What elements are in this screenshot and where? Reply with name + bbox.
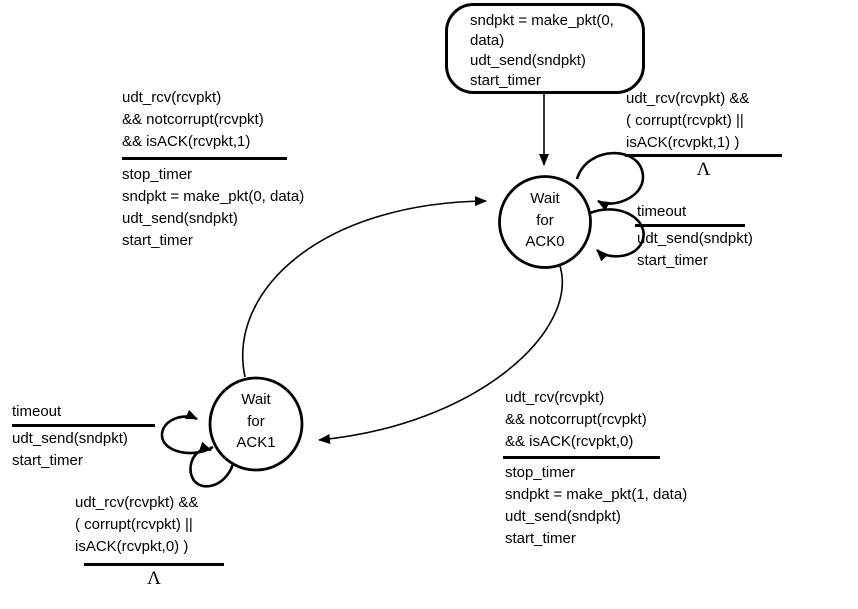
label-line: && isACK(rcvpkt,1) <box>122 133 251 150</box>
label-line: udt_rcv(rcvpkt) <box>505 389 605 406</box>
selfloop-ack1-timeout <box>160 409 214 455</box>
selfloop-ack1-corrupt <box>189 441 235 488</box>
label-line: sndpkt = make_pkt(1, data) <box>505 486 688 503</box>
label-line: ACK1 <box>236 434 276 451</box>
label-line: udt_send(sndpkt) <box>637 230 753 247</box>
transition-label-rcv-ok-send1: udt_rcv(rcvpkt) && notcorrupt(rcvpkt) &&… <box>503 387 688 550</box>
lambda-no-action: Λ <box>696 159 711 180</box>
label-line: sndpkt = make_pkt(0, <box>470 12 614 29</box>
start-state-actions: sndpkt = make_pkt(0, data) udt_send(sndp… <box>470 11 614 91</box>
label-line: ( corrupt(rcvpkt) || <box>626 112 744 129</box>
label-line: Wait <box>241 391 271 408</box>
selfloop-ack0-timeout <box>589 208 645 262</box>
label-line: udt_rcv(rcvpkt) && <box>75 494 199 511</box>
label-line: udt_send(sndpkt) <box>505 508 621 525</box>
label-line: udt_send(sndpkt) <box>470 52 586 69</box>
lambda-no-action: Λ <box>147 568 161 589</box>
condition-action-divider <box>635 224 745 227</box>
start-state-box <box>445 3 645 94</box>
transition-label-rcv-ok-send0: udt_rcv(rcvpkt) && notcorrupt(rcvpkt) &&… <box>122 87 304 252</box>
arrow-ack1-to-ack0 <box>242 196 487 378</box>
label-line: start_timer <box>470 72 541 89</box>
label-line: && isACK(rcvpkt,0) <box>505 433 634 450</box>
label-line: start_timer <box>637 252 708 269</box>
label-line: && notcorrupt(rcvpkt) <box>122 111 264 128</box>
label-line: && notcorrupt(rcvpkt) <box>505 411 647 428</box>
label-line: start_timer <box>12 452 83 469</box>
label-line: data) <box>470 32 505 49</box>
label-line: sndpkt = make_pkt(0, data) <box>122 188 305 205</box>
label-line: timeout <box>12 403 62 420</box>
label-line: Wait <box>530 190 560 207</box>
selfloop-ack0-corrupt <box>575 151 645 211</box>
condition-action-divider <box>12 424 155 427</box>
state-label-ack0: Wait for ACK0 <box>485 188 605 253</box>
label-line: stop_timer <box>122 166 193 183</box>
state-label-ack1: Wait for ACK1 <box>196 389 316 454</box>
state-wait-ack1 <box>208 376 304 472</box>
label-line: timeout <box>637 203 687 220</box>
label-line: stop_timer <box>505 464 576 481</box>
transition-label-ack1-timeout: timeout udt_send(sndpkt) start_timer <box>12 401 155 472</box>
label-line: ACK0 <box>525 233 565 250</box>
label-line: udt_send(sndpkt) <box>12 430 128 447</box>
state-wait-ack0 <box>498 175 592 269</box>
label-line: ( corrupt(rcvpkt) || <box>75 516 193 533</box>
arrow-ack0-to-ack1 <box>318 265 563 444</box>
label-line: udt_rcv(rcvpkt) && <box>626 90 750 107</box>
label-line: for <box>247 412 265 430</box>
transition-label-ack0-corrupt: udt_rcv(rcvpkt) && ( corrupt(rcvpkt) || … <box>625 88 782 181</box>
condition-action-divider <box>122 157 287 160</box>
label-line: start_timer <box>122 232 193 249</box>
label-line: isACK(rcvpkt,0) ) <box>75 538 189 555</box>
condition-action-divider <box>503 456 660 459</box>
label-line: udt_rcv(rcvpkt) <box>122 89 222 106</box>
transition-label-ack1-corrupt: udt_rcv(rcvpkt) && ( corrupt(rcvpkt) || … <box>75 492 224 590</box>
label-line: udt_send(sndpkt) <box>122 210 238 227</box>
condition-action-divider <box>84 563 224 566</box>
label-line: for <box>536 211 554 229</box>
label-line: isACK(rcvpkt,1) ) <box>626 134 740 151</box>
transition-label-ack0-timeout: timeout udt_send(sndpkt) start_timer <box>635 201 753 272</box>
label-line: start_timer <box>505 530 576 547</box>
condition-action-divider <box>625 154 782 157</box>
